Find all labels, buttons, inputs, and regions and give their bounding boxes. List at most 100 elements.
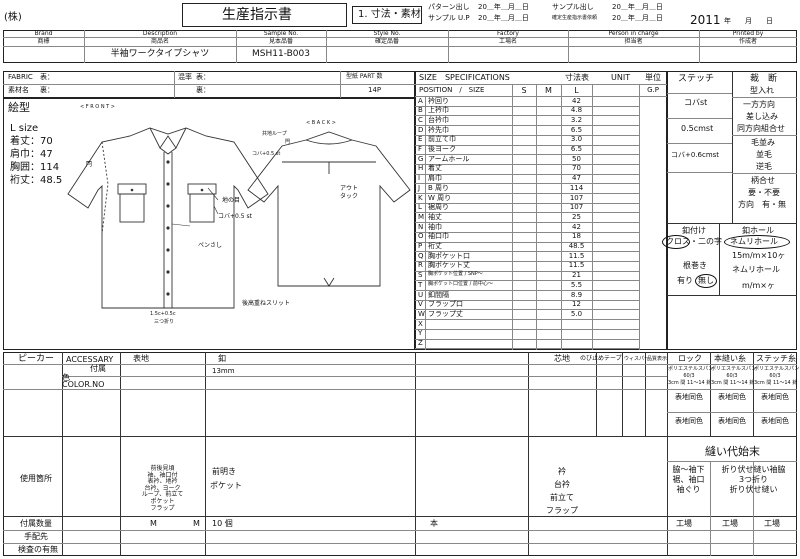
size-row-l-value: 42 [572, 96, 581, 105]
size-row-position: 胸ポケット口位置 / 前中心～ [428, 280, 493, 287]
page-subtitle: 1. 寸法・素材 [358, 9, 421, 20]
size-row-position: 裄丈 [428, 242, 442, 250]
size-row-line [415, 270, 639, 272]
size-row-line [415, 173, 639, 175]
omote-doushoku: 表地同色 [761, 393, 789, 401]
info-header-en: Factory [497, 30, 519, 37]
size-row-line [415, 212, 639, 214]
info-header-jp: 見本品番 [268, 38, 293, 45]
ann-koba2: コバ+0.5 st [252, 151, 281, 157]
cut-ippou: 一方方向 [743, 100, 775, 109]
size-row-line [415, 222, 639, 224]
konbo-ura: 裏： [196, 86, 210, 94]
cut-youfuyou: 要・不要 [748, 188, 780, 197]
info-header-jp: 商品名 [150, 38, 169, 45]
size-col-divider [639, 84, 640, 350]
ann-out1: アウト [340, 185, 359, 192]
info-col-divider [236, 30, 237, 63]
stitch-title: ステッチ [678, 74, 715, 84]
nemaki-nashi: 無し [698, 276, 714, 285]
thread-number: 60/3 [769, 373, 781, 379]
size-row-l-value: 42 [572, 222, 581, 231]
info-header-jp: 確定品番 [374, 38, 399, 45]
size-row-line [415, 163, 639, 165]
usage-line: 表衿、地衿 [147, 478, 178, 486]
nemaki-label: 根巻き [683, 261, 707, 270]
pattern-out-label: パターン出し [428, 3, 470, 11]
cut-dougara: 同方向組合せ [737, 124, 785, 133]
info-value: 半袖ワークタイプシャツ [110, 49, 210, 59]
nemaki-ari: 有り [677, 276, 693, 285]
size-row-code: A [418, 96, 423, 105]
hole-spec2: m/m×ヶ [742, 281, 775, 290]
stitch-koba: コバst [684, 98, 708, 107]
thread-type: ポリエステルスパン [668, 366, 714, 372]
size-row-l-value: 11.5 [568, 261, 585, 270]
size-row-l-value: 5.0 [570, 309, 583, 318]
size-row-line [415, 183, 639, 185]
nuishiro-title: 縫い代始末 [705, 445, 760, 458]
size-row-position: 袖丈 [428, 212, 442, 221]
info-col-divider [84, 30, 85, 63]
omote-doushoku: 表地同色 [675, 393, 703, 401]
botsuke-label: 釦付け [682, 226, 706, 235]
size-row-line [415, 348, 639, 350]
size-unit-label: UNIT [611, 73, 631, 82]
pattern-part-label: 型紙 PART 数 [346, 73, 383, 80]
accessory-table [3, 352, 797, 556]
size-row-code: T [418, 280, 423, 289]
size-spec-table [415, 71, 667, 350]
ann-pen: ペンさし [198, 242, 223, 249]
size-row-code: U [418, 290, 424, 299]
qty-m1: M [150, 519, 157, 528]
info-col-divider [699, 30, 700, 63]
size-row-l-value: 11.5 [568, 251, 585, 260]
size-row-code: I [418, 174, 421, 183]
size-tani-label: 単位 [645, 73, 661, 82]
picker-label: ピーカー [18, 354, 55, 364]
front-label: < F R O N T > [80, 104, 115, 110]
sample-out-label: サンプル出し [552, 3, 594, 11]
size-spec-title: SIZE SPECIFICATIONS [419, 73, 510, 82]
omote-doushoku: 表地同色 [718, 393, 746, 401]
cross-selected-circle [662, 235, 690, 249]
waki-line: 脇～袖下 [672, 465, 705, 474]
size-row-position: 胸ポケット口 [428, 251, 470, 260]
ann-ji: 地の目 [222, 197, 241, 204]
size-row-line [415, 290, 639, 291]
size-col-l: L [574, 86, 579, 95]
waki-line: 裾、袖口 [672, 475, 705, 484]
size-col-divider [536, 84, 537, 350]
botsuke-cross: クロス [666, 237, 690, 246]
ann-loop: 共地ループ [262, 131, 287, 137]
qty-label: 付属数量 [20, 519, 52, 528]
size-row-l-value: 107 [569, 193, 584, 202]
orifuse-line: 3つ折り [738, 475, 769, 484]
lock-label: ロック [678, 354, 702, 363]
botan-label: 釦 [218, 354, 226, 363]
usage-line: 前後見頃 [150, 465, 175, 472]
koujou-2: 工場 [722, 519, 738, 528]
size-row-line [415, 338, 639, 340]
size-row-code: E [418, 135, 423, 144]
fuzoku-label: 付属 [90, 364, 106, 373]
size-row-l-value: 50 [572, 154, 581, 163]
size-row-position: B 周り [428, 183, 450, 192]
fabric-label: FABRIC [8, 73, 33, 81]
thread-density: 3cm 間 11～14 針 [754, 380, 798, 386]
title-box [182, 3, 347, 27]
ann-mon2: 閂 [285, 139, 291, 145]
size-summary-line: 着丈：70 [10, 136, 53, 147]
nobi2-label: ウィスパー [624, 356, 650, 362]
cut-katairi: 型入れ [750, 86, 774, 95]
size-pos-header: POSITION / SIZE [419, 86, 485, 94]
usage-line: 台衿、ヨーク [144, 484, 181, 492]
omote-doushoku: 表地同色 [718, 417, 746, 425]
back-shirt-illustration [247, 131, 411, 287]
ann-mon: 閂 [86, 161, 93, 168]
fabric-ura: 裏： [40, 86, 54, 94]
size-row-position: 台衿巾 [428, 115, 449, 124]
size-row-l-value: 25 [572, 212, 581, 221]
cut-garaawase: 柄合せ [751, 176, 775, 185]
size-row-code: F [418, 145, 423, 153]
